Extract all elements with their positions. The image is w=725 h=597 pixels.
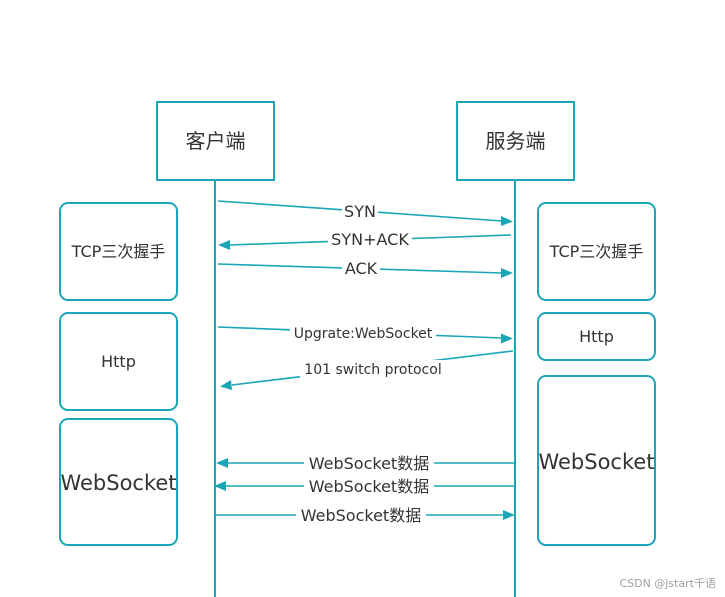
arrowhead-left-icon bbox=[214, 481, 226, 491]
message-syn-ack: SYN+ACK bbox=[218, 230, 512, 250]
server-websocket-phase-label: WebSocket bbox=[538, 450, 654, 474]
client-participant-label: 客户端 bbox=[186, 129, 246, 153]
client-http-phase-label: Http bbox=[101, 352, 136, 371]
message-upgrade: Upgrate:WebSocket bbox=[217, 324, 513, 344]
arrowhead-left-icon bbox=[218, 240, 230, 250]
server-http-phase: Http bbox=[537, 312, 656, 361]
client-tcp-phase-label: TCP三次握手 bbox=[71, 242, 166, 261]
message-websocket-data-2-label: WebSocket数据 bbox=[309, 477, 429, 496]
arrowhead-left-icon bbox=[216, 458, 228, 468]
arrowhead-left-icon bbox=[220, 380, 232, 390]
message-websocket-data-3-label: WebSocket数据 bbox=[301, 506, 421, 525]
client-tcp-phase: TCP三次握手 bbox=[59, 202, 178, 301]
client-websocket-phase: WebSocket bbox=[59, 418, 178, 546]
message-websocket-data-2: WebSocket数据 bbox=[214, 477, 515, 496]
server-tcp-phase-label: TCP三次握手 bbox=[549, 242, 644, 261]
arrowhead-right-icon bbox=[501, 216, 513, 226]
arrowhead-right-icon bbox=[501, 268, 513, 278]
message-ack: ACK bbox=[217, 259, 513, 278]
message-syn: SYN bbox=[217, 200, 513, 226]
message-syn-ack-label: SYN+ACK bbox=[331, 230, 409, 249]
watermark: CSDN @jstart千语 bbox=[619, 577, 716, 590]
server-tcp-phase: TCP三次握手 bbox=[537, 202, 656, 301]
server-participant-label: 服务端 bbox=[486, 129, 546, 153]
client-websocket-phase-label: WebSocket bbox=[60, 471, 176, 495]
client-participant: 客户端 bbox=[156, 101, 275, 181]
message-websocket-data-1-label: WebSocket数据 bbox=[309, 454, 429, 473]
server-http-phase-label: Http bbox=[579, 327, 614, 346]
message-switch-protocol: 101 switch protocol bbox=[220, 350, 514, 390]
message-upgrade-label: Upgrate:WebSocket bbox=[294, 326, 433, 342]
arrowhead-right-icon bbox=[501, 333, 513, 344]
server-participant: 服务端 bbox=[456, 101, 575, 181]
message-switch-protocol-label: 101 switch protocol bbox=[304, 362, 441, 378]
message-websocket-data-1: WebSocket数据 bbox=[216, 454, 515, 473]
server-websocket-phase: WebSocket bbox=[537, 375, 656, 546]
arrowhead-right-icon bbox=[503, 510, 515, 520]
message-syn-label: SYN bbox=[344, 202, 376, 221]
message-ack-label: ACK bbox=[345, 259, 378, 278]
client-http-phase: Http bbox=[59, 312, 178, 411]
message-websocket-data-3: WebSocket数据 bbox=[216, 506, 515, 525]
